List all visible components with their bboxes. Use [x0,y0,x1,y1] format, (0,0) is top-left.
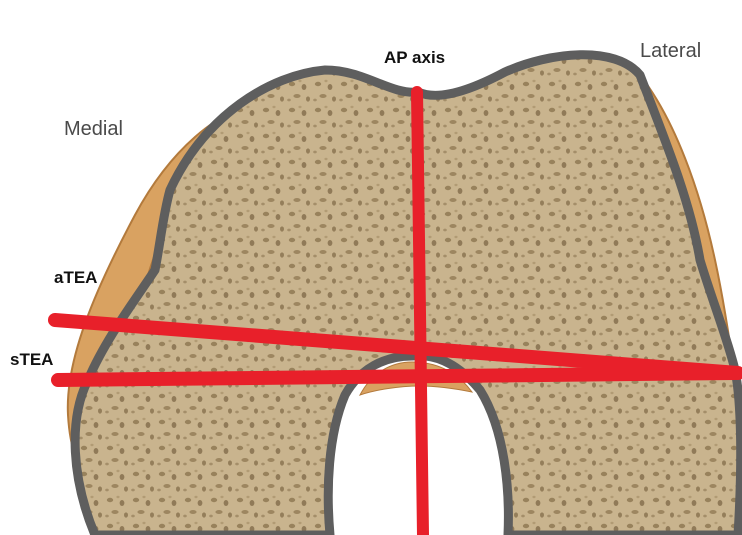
medial-label: Medial [64,118,123,140]
atea-line [48,313,742,380]
stea-line [51,366,742,387]
lateral-label: Lateral [640,40,702,62]
atea-label: aTEA [54,268,98,287]
distal-femur-bone [70,50,742,535]
ap-axis-label: AP axis [384,48,446,67]
ap-axis-line [411,86,429,535]
stea-label: sTEA [10,350,54,369]
